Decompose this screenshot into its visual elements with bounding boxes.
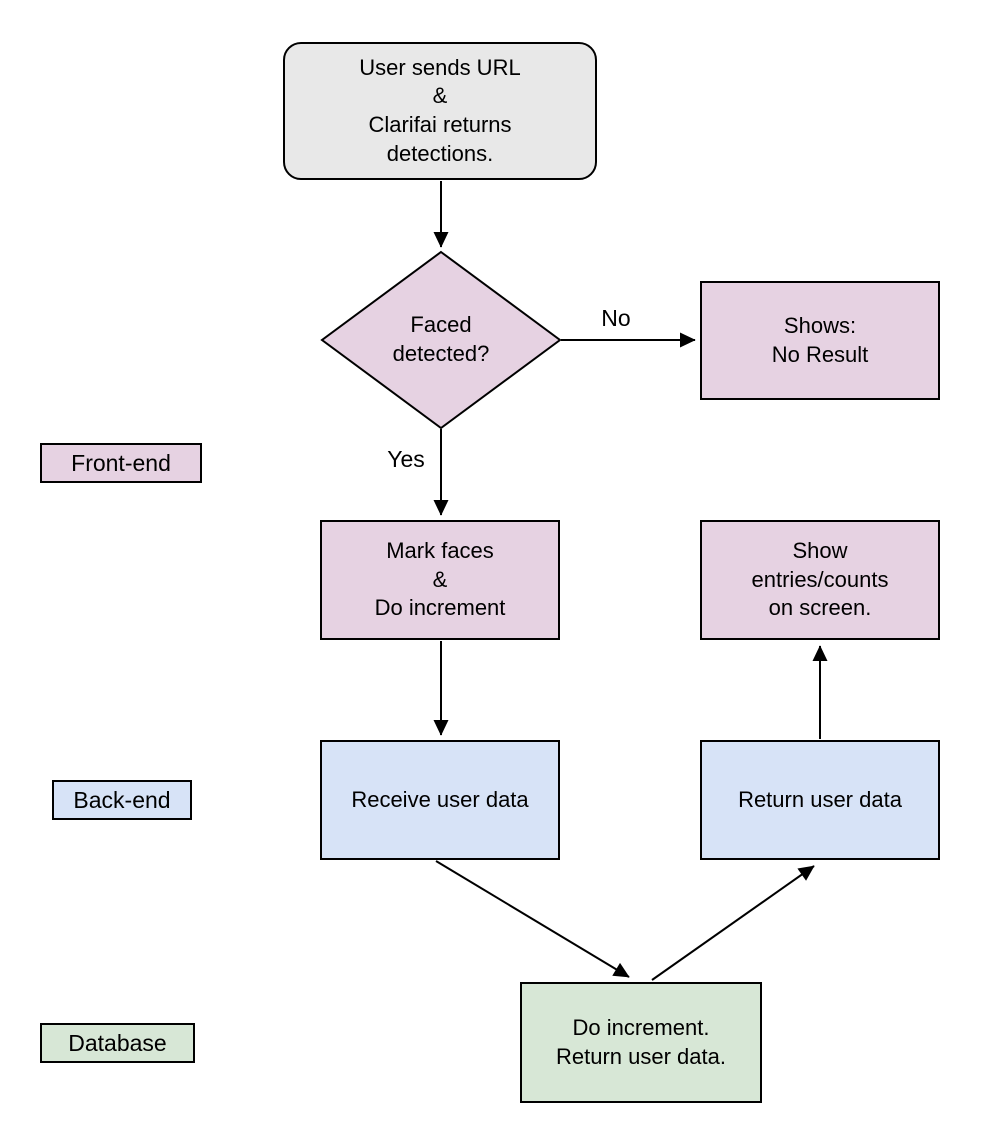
node-show-entries-line2: entries/counts: [751, 566, 889, 592]
node-show-entries-line1: Show: [792, 538, 848, 564]
arrow-receive-to-database: [435, 860, 630, 978]
node-mark-faces-line3: Do increment: [374, 595, 506, 621]
lane-label-backend: Back-end: [52, 780, 192, 820]
node-receive-user-data-line1: Receive user data: [351, 786, 529, 812]
node-start-line1: User sends URL: [359, 54, 521, 80]
node-return-user-data-line1: Return user data: [738, 786, 902, 812]
node-no-result: Shows: No Result: [700, 281, 940, 400]
node-start: User sends URL & Clarifai returns detect…: [283, 42, 597, 180]
node-show-entries: Show entries/counts on screen.: [700, 520, 940, 640]
node-return-user-data: Return user data: [700, 740, 940, 860]
lane-label-database: Database: [40, 1023, 195, 1063]
node-start-line3: Clarifai returns: [368, 112, 512, 137]
node-db-increment: Do increment. Return user data.: [520, 982, 762, 1103]
node-db-increment-line1: Do increment.: [572, 1014, 710, 1040]
lane-label-frontend: Front-end: [40, 443, 202, 483]
node-show-entries-line3: on screen.: [768, 595, 872, 621]
node-mark-faces-line1: Mark faces: [386, 538, 494, 564]
node-start-line2: &: [432, 83, 448, 109]
node-db-increment-line2: Return user data.: [556, 1043, 726, 1069]
edge-label-yes: Yes: [374, 446, 438, 473]
node-face-detected-line2: detected?: [392, 341, 490, 366]
node-mark-faces: Mark faces & Do increment: [320, 520, 560, 640]
edge-label-no: No: [585, 305, 647, 332]
node-start-line4: detections.: [386, 140, 494, 166]
node-face-detected-line1: Faced: [410, 312, 472, 338]
node-no-result-line2: No Result: [771, 341, 869, 367]
node-receive-user-data: Receive user data: [320, 740, 560, 860]
node-mark-faces-line2: &: [432, 566, 448, 592]
arrow-database-to-return: [651, 865, 815, 981]
node-no-result-line1: Shows:: [783, 312, 857, 338]
node-face-detected-label: Faced detected?: [322, 253, 560, 427]
decision-diamond-shape: [320, 250, 562, 430]
